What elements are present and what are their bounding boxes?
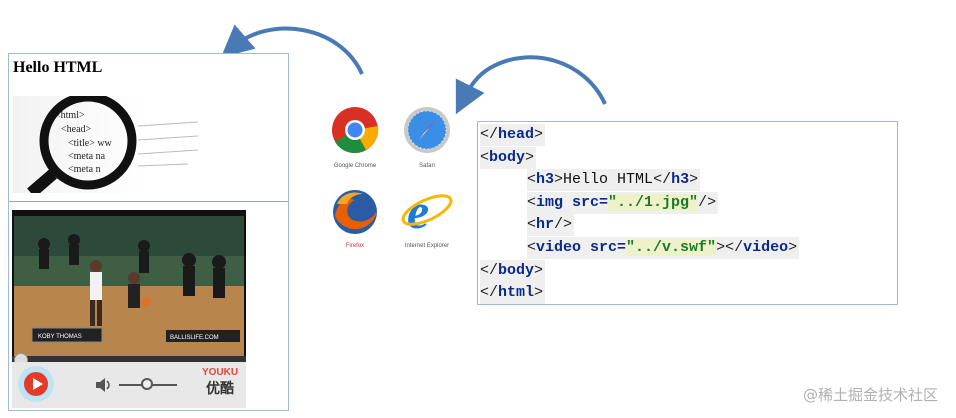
code-token: </	[480, 284, 499, 302]
code-token: />	[698, 193, 717, 211]
code-token: >	[689, 171, 699, 189]
code-token: </	[480, 261, 499, 279]
photo-line-2: <head>	[61, 124, 92, 135]
code-token: >	[534, 126, 544, 143]
code-token: body	[498, 261, 535, 279]
video-player[interactable]: KOBY THOMAS BALLISLIFE.COM YOUKU 优酷	[12, 210, 246, 408]
chrome-icon	[332, 107, 379, 154]
video-progress-bar[interactable]	[12, 356, 246, 362]
arrow-browsers-to-page	[220, 24, 364, 75]
watermark: @稀土掘金技术社区	[802, 386, 938, 404]
play-button[interactable]	[18, 366, 54, 402]
code-line: <video src="../v.swf"></video>	[527, 237, 800, 259]
browser-label-chrome: Google Chrome	[333, 163, 377, 169]
photo-line-5: <meta n	[68, 164, 101, 175]
video-caption-left: KOBY THOMAS	[38, 334, 82, 340]
volume-icon[interactable]	[94, 376, 114, 394]
code-token: <	[527, 216, 537, 234]
code-token: >	[534, 284, 544, 302]
code-line: <h3>Hello HTML</h3>	[527, 169, 701, 192]
browser-label-firefox: Firefox	[345, 243, 365, 249]
browser-firefox: Firefox	[325, 186, 385, 252]
video-frame[interactable]: KOBY THOMAS BALLISLIFE.COM	[14, 216, 244, 356]
volume-slider-handle[interactable]	[141, 378, 153, 390]
magnifier-icon: <html> <head> <title> ww <meta na <meta …	[27, 96, 199, 193]
html-source-code: </head><body><h3>Hello HTML</h3><img src…	[477, 121, 898, 305]
code-token: ></	[716, 239, 744, 256]
code-token: "../1.jpg"	[608, 193, 699, 211]
photo-line-4: <meta na	[68, 151, 106, 162]
browser-ie: e Internet Explorer	[397, 180, 457, 252]
browser-label-safari: Safari	[419, 163, 435, 169]
arrow-code-to-browsers	[455, 55, 607, 115]
code-token: />	[554, 216, 573, 234]
code-token: >	[788, 239, 798, 256]
browser-label-ie: Internet Explorer	[404, 243, 450, 249]
code-token: head	[498, 126, 535, 143]
photo-line-3: <title> ww	[68, 138, 113, 149]
rendered-page-title: Hello HTML	[13, 59, 103, 76]
code-token: h3	[536, 171, 555, 189]
code-token: "../v.swf"	[626, 239, 717, 256]
youku-logo-text: YOUKU	[201, 367, 239, 378]
code-token: h3	[671, 171, 690, 189]
code-token: >	[534, 261, 544, 279]
code-line: </body>	[480, 259, 546, 282]
code-token: src=	[572, 193, 609, 211]
safari-icon	[404, 107, 450, 153]
code-token: >	[525, 148, 535, 166]
youku-logo-chinese: 优酷	[206, 381, 234, 397]
code-token: Hello HTML	[563, 171, 654, 189]
code-token: <	[527, 239, 537, 256]
code-token: <	[527, 193, 537, 211]
browser-chrome: Google Chrome	[325, 106, 385, 172]
code-token: img	[536, 193, 573, 211]
horizontal-rule	[9, 201, 288, 202]
html-magnifier-photo: <html> <head> <title> ww <meta na <meta …	[13, 96, 203, 193]
youku-logo: YOUKU 优酷	[198, 367, 242, 398]
code-token: video	[536, 239, 591, 256]
photo-line-1: <html>	[55, 110, 85, 121]
code-line: <img src="../1.jpg"/>	[527, 191, 719, 214]
code-line: </html>	[480, 282, 546, 305]
code-token: hr	[536, 216, 555, 234]
code-token: >	[554, 171, 564, 189]
code-token: video	[743, 239, 789, 256]
firefox-icon	[333, 190, 377, 234]
code-line: <hr/>	[527, 214, 575, 237]
video-controls: YOUKU 优酷	[12, 362, 246, 408]
code-token: html	[498, 284, 535, 302]
code-token: </	[480, 126, 499, 143]
code-token: <	[480, 148, 490, 166]
code-token: </	[653, 171, 672, 189]
code-line: </head>	[480, 124, 546, 146]
code-line: <body>	[480, 146, 537, 169]
video-caption-right: BALLISLIFE.COM	[170, 335, 219, 341]
rendered-page-panel: Hello HTML <html> <head> <title> ww <met…	[8, 53, 289, 411]
browser-safari: Safari	[397, 106, 457, 172]
internet-explorer-icon: e	[401, 183, 453, 239]
code-token: body	[489, 148, 526, 166]
code-token: <	[527, 171, 537, 189]
code-token: src=	[590, 239, 627, 256]
